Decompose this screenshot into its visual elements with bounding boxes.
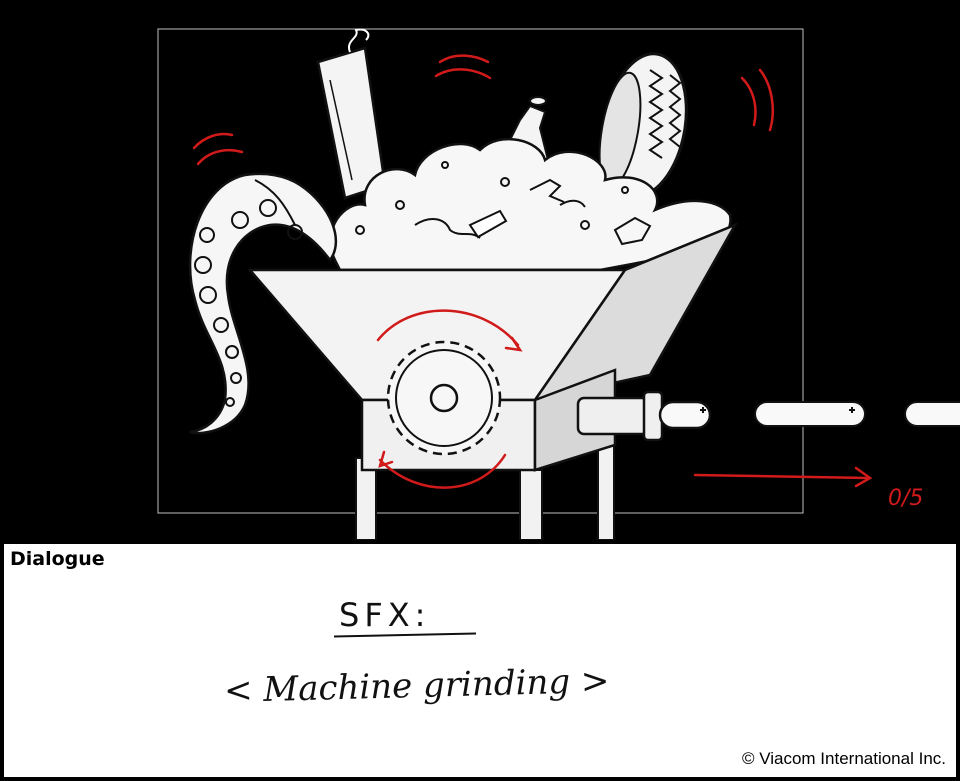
safe-frame [157,28,804,514]
machine-legs [355,439,615,540]
tire [598,52,688,198]
dialogue-box: Dialogue SFX: < Machine grinding > © Via… [2,542,958,779]
tentacle [188,172,338,435]
junk-pile [329,137,732,272]
panel-illustration: 0/5 [157,28,960,540]
junk-details [355,161,652,246]
copyright-notice: © Viacom International Inc. [741,749,946,768]
gear-icon [386,340,502,456]
storyboard-panel: 0/5 [157,28,960,540]
motion-marks [192,54,873,489]
sfx-description: < Machine grinding > [223,660,610,712]
frame-count-note: 0/5 [888,486,923,511]
output-spout [576,390,712,442]
sausages [700,401,960,427]
wooden-plank [316,28,387,200]
sfx-label: SFX: [339,596,431,634]
dialogue-header: Dialogue [10,548,105,570]
